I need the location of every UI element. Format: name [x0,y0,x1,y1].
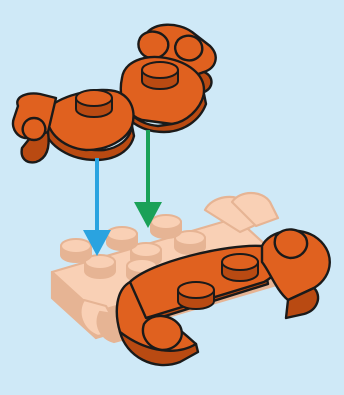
upper-left-clip-ring [23,118,46,140]
lower-clip-right-knob [275,229,307,258]
base-stud-6 [151,215,181,238]
lower-stud-2-cap [178,282,214,298]
upper-right-clip-knob [138,32,168,59]
upper-left-hinge-plate [13,90,134,162]
base-stud-4-cap [61,239,91,253]
base-stud-4 [61,239,91,262]
upper-right-plate-studs [142,62,178,89]
upper-right-clip-knob-2 [175,36,202,61]
upper-right-stud-1-cap [142,62,178,78]
base-stud-5 [107,227,137,250]
lower-stud-1-cap [222,254,258,270]
lower-clip-left-ring [143,316,182,350]
base-stud-5-cap [107,227,137,241]
lower-stud-1 [222,254,258,281]
base-stud-6-cap [151,215,181,229]
lower-stud-2 [178,282,214,309]
upper-left-stud-1 [76,90,112,117]
upper-left-stud-1-cap [76,90,112,106]
upper-left-plate-studs [76,90,112,117]
upper-right-stud-1 [142,62,178,89]
